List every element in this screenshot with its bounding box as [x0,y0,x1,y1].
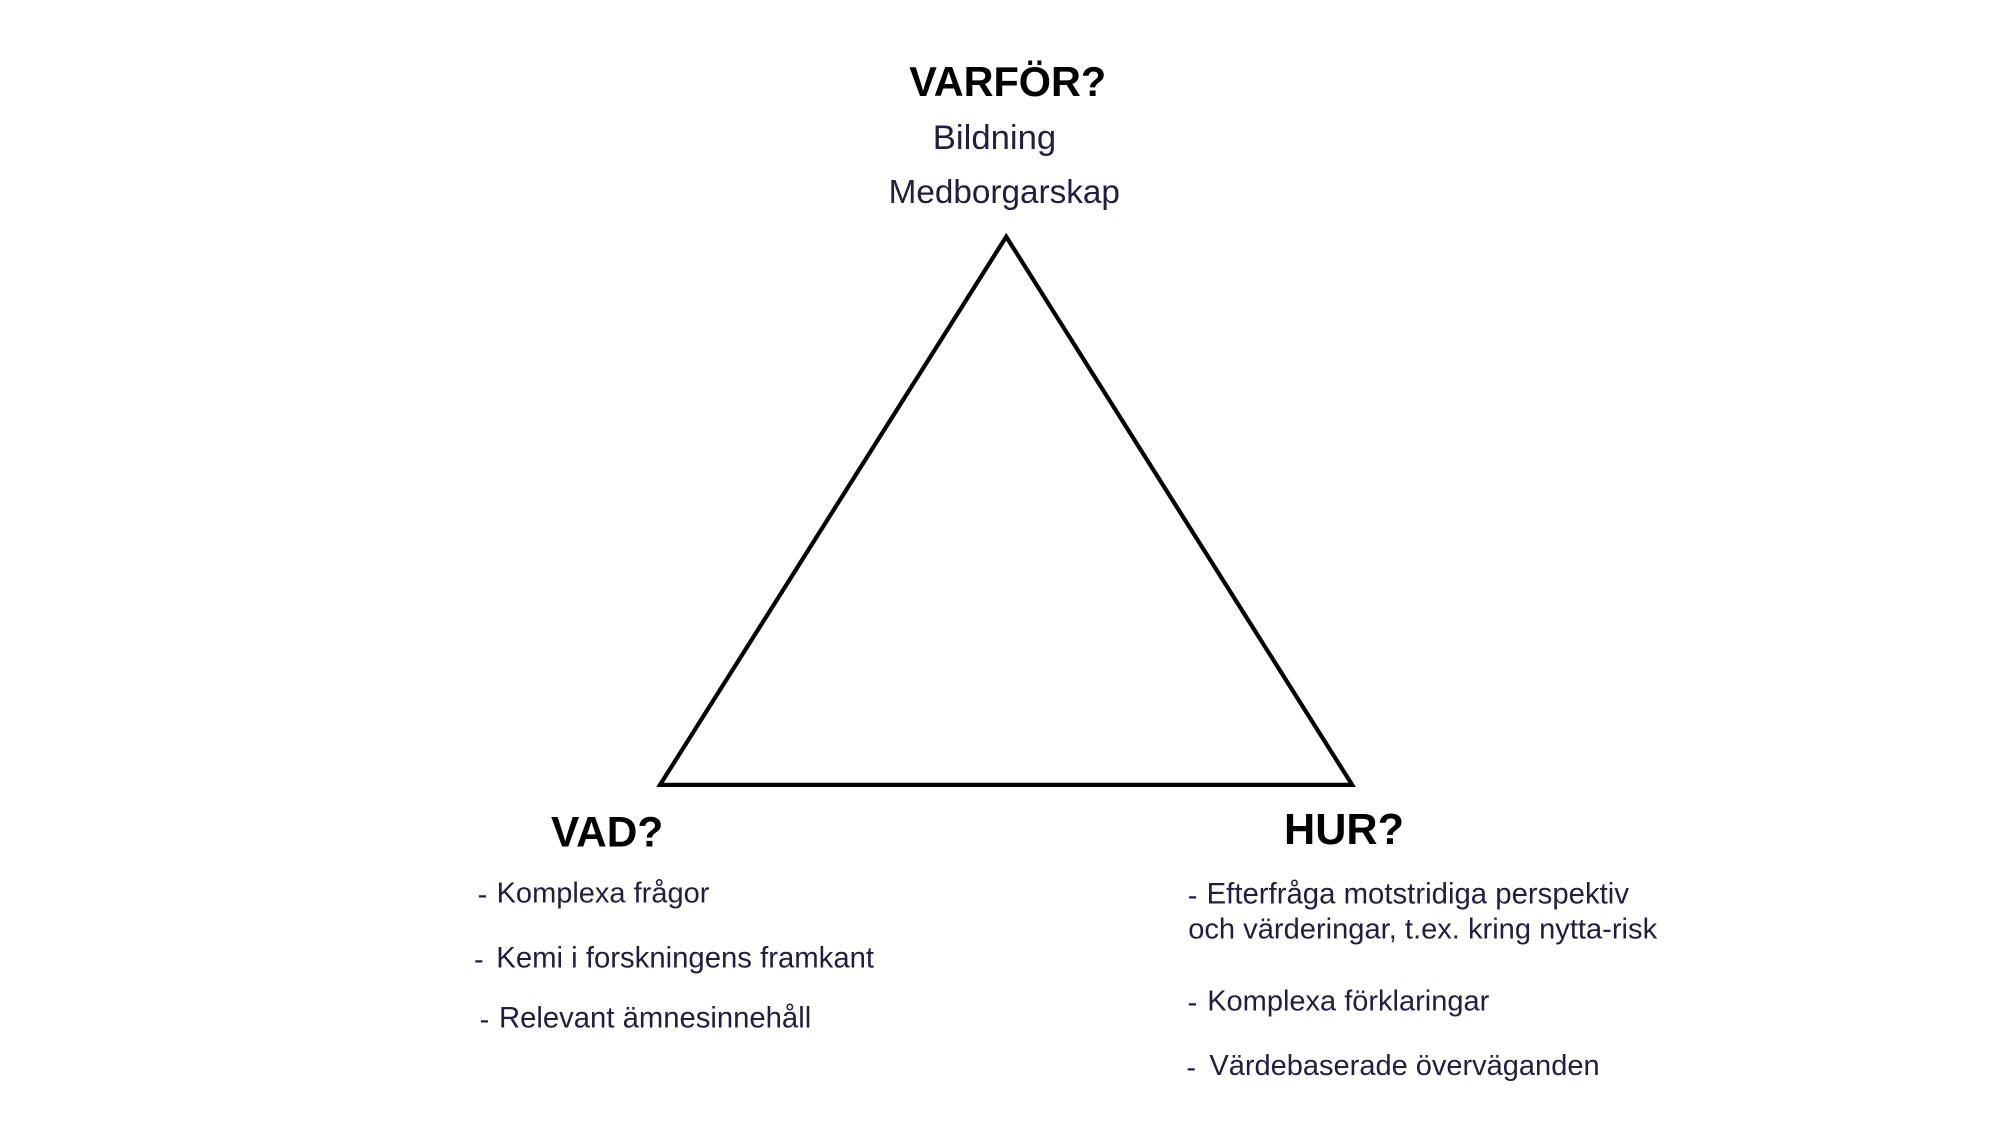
svg-text:Värdebaserade överväganden: Värdebaserade överväganden [1209,1050,1599,1082]
svg-text:Efterfråga motstridiga perspek: Efterfråga motstridiga perspektiv [1207,877,1630,910]
svg-text:Komplexa frågor: Komplexa frågor [497,878,710,910]
svg-text:-: - [1188,987,1198,1019]
svg-text:-: - [1188,880,1198,912]
svg-text:HUR?: HUR? [1284,806,1404,854]
svg-text:-: - [478,879,488,911]
svg-text:Relevant ämnesinnehåll: Relevant ämnesinnehåll [499,1003,811,1035]
svg-text:och värderingar, t.ex. kring n: och värderingar, t.ex. kring nytta-risk [1188,913,1657,945]
svg-text:Bildning: Bildning [933,119,1056,157]
svg-text:VARFÖR?: VARFÖR? [909,59,1106,105]
svg-text:Medborgarskap: Medborgarskap [889,174,1120,211]
svg-text:Komplexa förklaringar: Komplexa förklaringar [1207,985,1489,1017]
svg-text:-: - [480,1004,490,1036]
svg-text:-: - [474,944,484,976]
svg-text:VAD?: VAD? [551,808,663,855]
svg-text:Kemi i forskningens framkant: Kemi i forskningens framkant [496,942,874,975]
svg-text:-: - [1186,1052,1196,1084]
